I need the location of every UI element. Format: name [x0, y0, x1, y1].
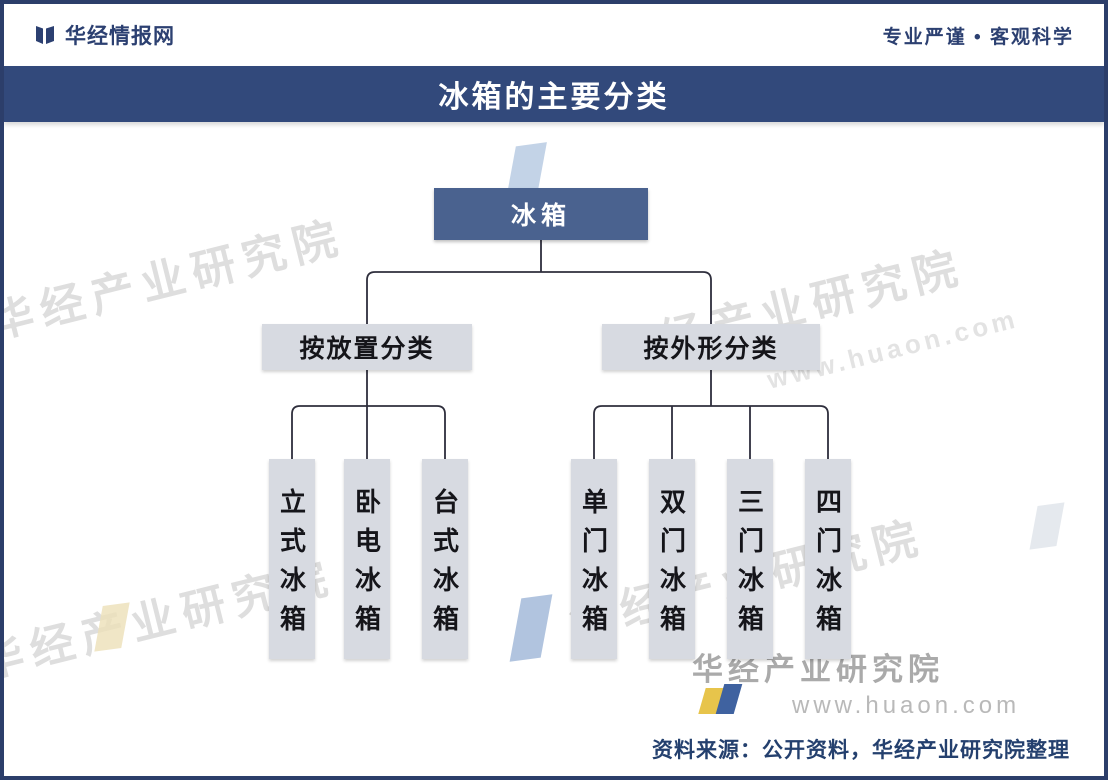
- footer-url-watermark: www.huaon.com: [792, 692, 1021, 719]
- root-node-refrigerator: 冰箱: [434, 188, 648, 240]
- brand-name: 华经情报网: [65, 25, 175, 48]
- branch-node-shape: 按外形分类: [602, 324, 820, 370]
- leaf-node-single-door: 单门冰箱: [571, 459, 617, 659]
- header: 华经情报网 专业严谨 • 客观科学: [4, 4, 1104, 66]
- brand-logo-icon: [34, 24, 56, 46]
- leaf-node-three-door: 三门冰箱: [727, 459, 773, 659]
- leaf-node-upright: 立式冰箱: [269, 459, 315, 659]
- brand: 华经情报网: [34, 20, 175, 50]
- header-slogan: 专业严谨 • 客观科学: [882, 26, 1074, 48]
- leaf-node-four-door: 四门冰箱: [805, 459, 851, 659]
- decor-shape: [1029, 502, 1065, 550]
- watermark-logo-icon: [698, 684, 746, 720]
- decor-shape: [509, 594, 553, 662]
- leaf-node-horizontal: 卧电冰箱: [344, 459, 390, 659]
- decor-shape: [507, 142, 547, 194]
- page-title: 冰箱的主要分类: [4, 66, 1104, 122]
- leaf-node-double-door: 双门冰箱: [649, 459, 695, 659]
- leaf-node-desktop: 台式冰箱: [422, 459, 468, 659]
- data-source-note: 资料来源：公开资料，华经产业研究院整理: [652, 739, 1070, 762]
- branch-node-placement: 按放置分类: [262, 324, 472, 370]
